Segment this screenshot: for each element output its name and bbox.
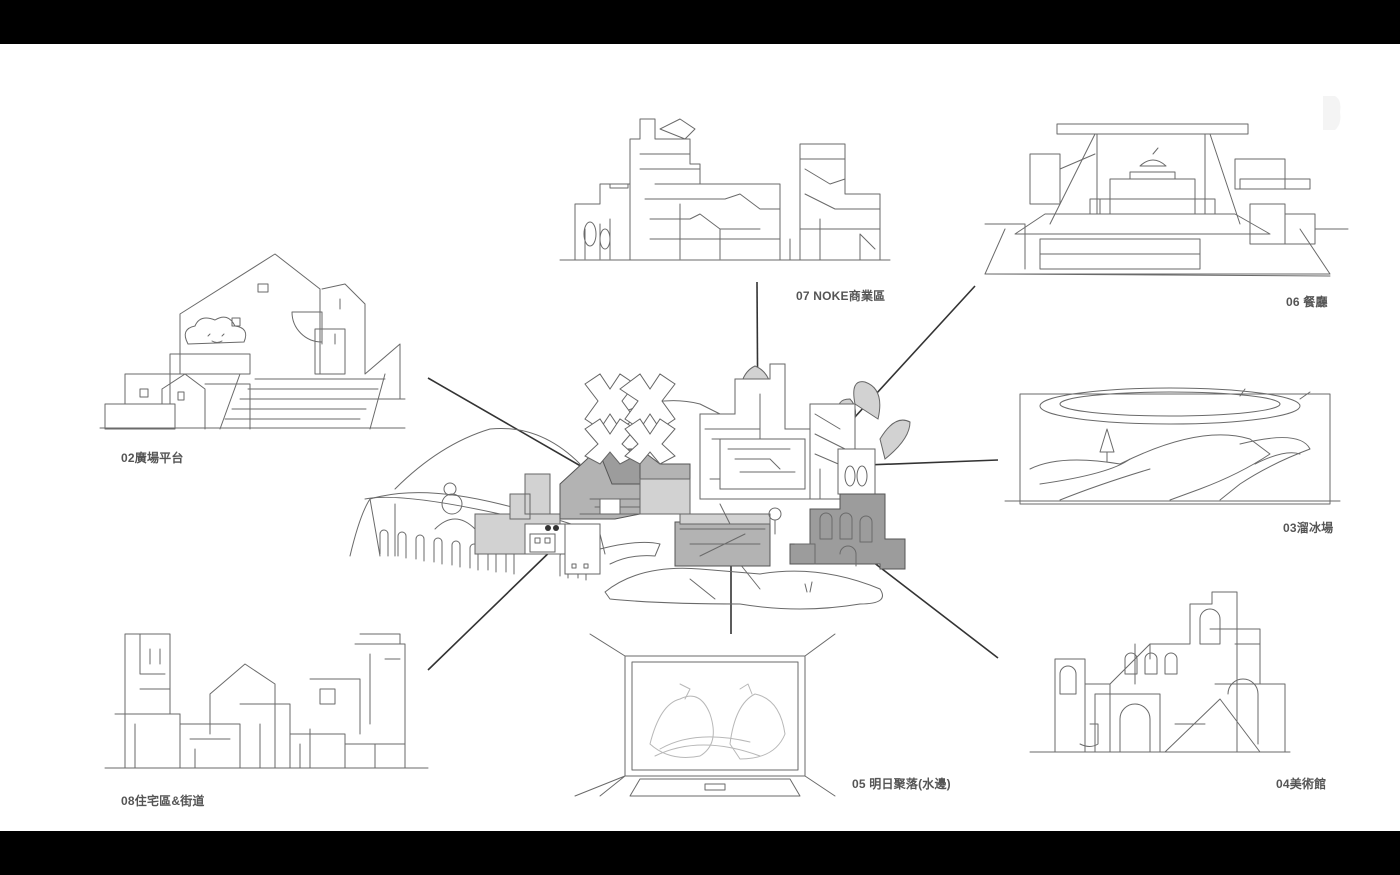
faint-corner-mark	[1323, 96, 1341, 130]
label-residential: 08住宅區&街道	[121, 794, 205, 808]
label-art-museum: 04美術館	[1276, 777, 1327, 791]
sketch-art-museum	[1029, 591, 1291, 753]
sketch-central-overview	[349, 363, 911, 610]
sketch-illustrations	[99, 96, 1349, 797]
letterbox-top	[0, 0, 1400, 44]
label-commercial-district: 07 NOKE商業區	[796, 289, 886, 303]
connector-plaza	[427, 377, 599, 477]
sketch-restaurant	[984, 123, 1349, 277]
sketch-plaza	[99, 253, 406, 430]
connector-art-museum	[859, 551, 999, 659]
sketch-ice-rink	[1004, 387, 1341, 505]
sketch-tomorrow-village	[574, 633, 836, 797]
label-plaza: 02廣場平台	[121, 451, 184, 465]
concept-map-canvas: 07 NOKE商業區 06 餐廳 02廣場平台 03溜冰場 08住宅區&街道 0…	[0, 44, 1400, 831]
label-restaurant: 06 餐廳	[1286, 295, 1328, 309]
sketch-residential	[104, 633, 429, 769]
label-ice-rink: 03溜冰場	[1283, 521, 1334, 535]
letterbox-bottom	[0, 831, 1400, 875]
connector-residential	[427, 541, 561, 671]
sketch-commercial-district	[559, 118, 891, 261]
connector-lines	[427, 281, 999, 671]
label-tomorrow-village: 05 明日聚落(水邊)	[852, 777, 951, 791]
